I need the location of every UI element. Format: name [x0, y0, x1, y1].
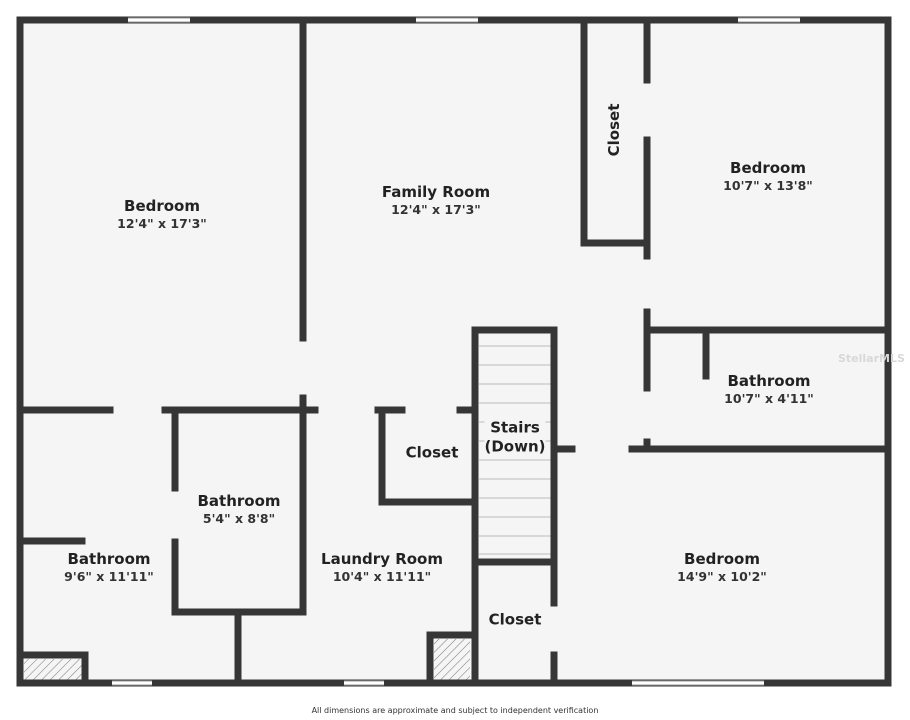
room-dims: 12'4" x 17'3": [117, 215, 207, 231]
room-name: Bathroom: [197, 491, 281, 510]
hatched-shaft: [434, 639, 470, 680]
room-sub: (Down): [484, 437, 546, 455]
room-bathroom-east: Bathroom 10'7" x 4'11": [724, 372, 814, 406]
room-laundry-room: Laundry Room 10'4" x 11'11": [321, 550, 443, 584]
room-bedroom-northeast: Bedroom 10'7" x 13'8": [723, 159, 813, 193]
room-bathroom-middle: Bathroom 5'4" x 8'8": [197, 492, 280, 526]
windows: [112, 17, 800, 686]
room-dims: 10'4" x 11'11": [332, 568, 432, 584]
walls: [16, 16, 892, 687]
room-name: Family Room: [381, 182, 491, 201]
room-stairs: Stairs (Down): [484, 418, 546, 456]
watermark-logo: StellarMLS: [838, 352, 905, 365]
room-name: Laundry Room: [321, 549, 443, 568]
room-dims: 12'4" x 17'3": [391, 201, 481, 217]
room-closet-middle: Closet: [406, 444, 459, 463]
floor: [20, 20, 888, 683]
room-closet-south: Closet: [489, 611, 542, 630]
room-name: Bedroom: [730, 158, 806, 177]
room-family-room: Family Room 12'4" x 17'3": [382, 183, 490, 217]
room-name: Bedroom: [124, 196, 200, 215]
hatched-shaft: [24, 659, 82, 680]
room-closet-north: Closet: [605, 103, 623, 157]
stairs-treads: [479, 345, 551, 555]
room-name: Closet: [488, 610, 542, 629]
room-bathroom-west: Bathroom 9'6" x 11'11": [64, 550, 154, 584]
room-dims: 5'4" x 8'8": [202, 510, 276, 526]
room-name: Bedroom: [684, 549, 760, 568]
disclaimer: All dimensions are approximate and subje…: [311, 706, 599, 715]
room-dims: 9'6" x 11'11": [64, 568, 154, 584]
room-name: Stairs: [490, 418, 540, 437]
room-bedroom-northwest: Bedroom 12'4" x 17'3": [117, 197, 207, 231]
room-bedroom-southeast: Bedroom 14'9" x 10'2": [677, 550, 767, 584]
room-name: Bathroom: [727, 371, 811, 390]
room-dims: 14'9" x 10'2": [677, 568, 767, 584]
room-name: Bathroom: [67, 549, 151, 568]
room-dims: 10'7" x 13'8": [723, 177, 813, 193]
room-dims: 10'7" x 4'11": [724, 390, 814, 406]
room-name: Closet: [405, 443, 459, 462]
